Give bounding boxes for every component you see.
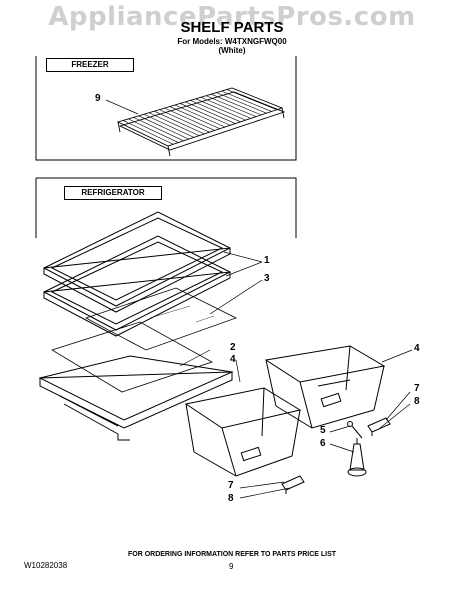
wire-rod: [180, 103, 231, 126]
drawer-slide-right: [367, 417, 391, 436]
wire-rod: [159, 109, 210, 133]
callout-6: 6: [320, 438, 326, 449]
page-title: SHELF PARTS: [180, 19, 284, 36]
wire-rod: [154, 110, 205, 135]
glass-shelf-pane: [84, 287, 238, 351]
wire-rod: [211, 93, 262, 116]
refrigerator-section-label: REFRIGERATOR: [64, 186, 162, 200]
wire-rod: [205, 95, 257, 117]
callout-4-lower: 4: [230, 354, 236, 365]
wire-rod: [123, 120, 174, 145]
callout-9: 9: [95, 93, 101, 104]
wire-shelf-rods: [123, 89, 277, 145]
callout-7-right: 7: [414, 383, 420, 394]
page-number: 9: [229, 562, 234, 571]
freezer-section-frame: [35, 56, 297, 161]
wire-rod: [133, 117, 184, 142]
ordering-note: FOR ORDERING INFORMATION REFER TO PARTS …: [127, 551, 337, 558]
wire-rod: [200, 96, 252, 119]
color-line: (White): [218, 46, 246, 55]
crisper-drawer-left: [184, 387, 302, 477]
freezer-section-label: FREEZER: [46, 58, 134, 72]
shelf-frame-upper: [42, 211, 232, 313]
refrigerator-section-frame: [35, 177, 297, 238]
shelf-frame-lower: [42, 235, 232, 337]
callout-4-upper: 4: [414, 343, 420, 354]
document-number: W10282038: [24, 561, 68, 570]
wire-rod: [164, 107, 215, 131]
callout-8-left: 8: [228, 493, 234, 504]
wire-rod: [174, 104, 226, 128]
models-line: For Models: W4TXNGFWQ00: [177, 37, 287, 46]
wire-rod: [195, 98, 246, 121]
wire-rod: [128, 118, 179, 143]
wire-rod: [226, 89, 277, 111]
drawer-slide-left: [281, 475, 305, 494]
wire-rod: [185, 101, 236, 124]
wire-rod: [190, 100, 241, 123]
crisper-drawer-right: [264, 345, 386, 429]
callout-1: 1: [264, 255, 270, 266]
crisper-cover-glass: [51, 321, 213, 393]
wire-rod: [138, 115, 189, 140]
callout-2: 2: [230, 342, 236, 353]
wire-rod: [216, 92, 267, 114]
drawer-screw: [347, 421, 363, 439]
wire-rod: [169, 106, 220, 130]
freezer-wire-shelf: [116, 87, 286, 157]
watermark: AppliancePartsPros.com: [48, 2, 416, 32]
wire-rod: [143, 114, 195, 138]
leveling-leg: [347, 438, 367, 477]
crisper-cover-frame: [38, 355, 234, 441]
callout-5: 5: [320, 425, 326, 436]
wire-rod: [221, 90, 272, 112]
wire-rod: [148, 112, 200, 136]
callout-3: 3: [264, 273, 270, 284]
callout-7-left: 7: [228, 480, 234, 491]
callout-leaders: [105, 99, 413, 499]
callout-8-right: 8: [414, 396, 420, 407]
